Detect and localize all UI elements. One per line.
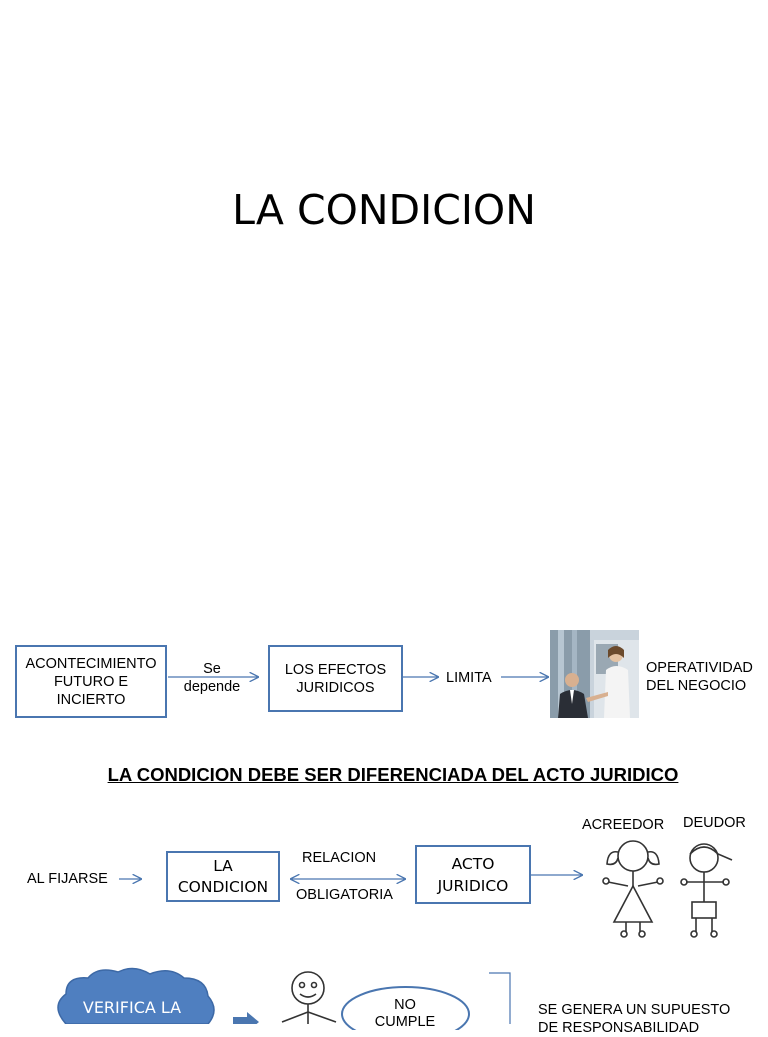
label-deudor: DEUDOR [683, 815, 746, 831]
label-se-genera: SE GENERA UN SUPUESTO DE RESPONSABILIDAD [538, 1002, 731, 1036]
section-heading: LA CONDICION DEBE SER DIFERENCIADA DEL A… [107, 764, 679, 785]
label-acreedor: ACREEDOR [582, 817, 665, 833]
acreedor-deudor-figures-icon [602, 840, 733, 938]
box-acto-juridico: ACTO JURIDICO [415, 845, 531, 904]
label-relacion: RELACION [302, 850, 377, 866]
box-efectos-juridicos: LOS EFECTOS JURIDICOS [268, 645, 403, 712]
label-al-fijarse: AL FIJARSE [27, 871, 108, 887]
label-no-cumple: NO CUMPLE [374, 997, 436, 1030]
box-la-condicion: LA CONDICION [166, 851, 280, 902]
slide-title: LA CONDICION [232, 186, 536, 234]
ellipse-shape [341, 986, 470, 1030]
bracket [489, 972, 511, 1024]
box-acontecimiento: ACONTECIMIENTO FUTURO E INCIERTO [15, 645, 167, 718]
label-operatividad: OPERATIVIDAD DEL NEGOCIO [646, 660, 753, 694]
label-obligatoria: OBLIGATORIA [296, 887, 393, 903]
person-figure-icon [281, 971, 337, 1024]
label-limita: LIMITA [446, 670, 492, 686]
label-se-depende: Se depende [183, 661, 241, 695]
block-arrow [233, 1012, 259, 1024]
cloud-shape [57, 967, 215, 1024]
business-handshake-photo-icon [550, 630, 639, 718]
cloud-label: VERIFICA LA [82, 998, 182, 1017]
